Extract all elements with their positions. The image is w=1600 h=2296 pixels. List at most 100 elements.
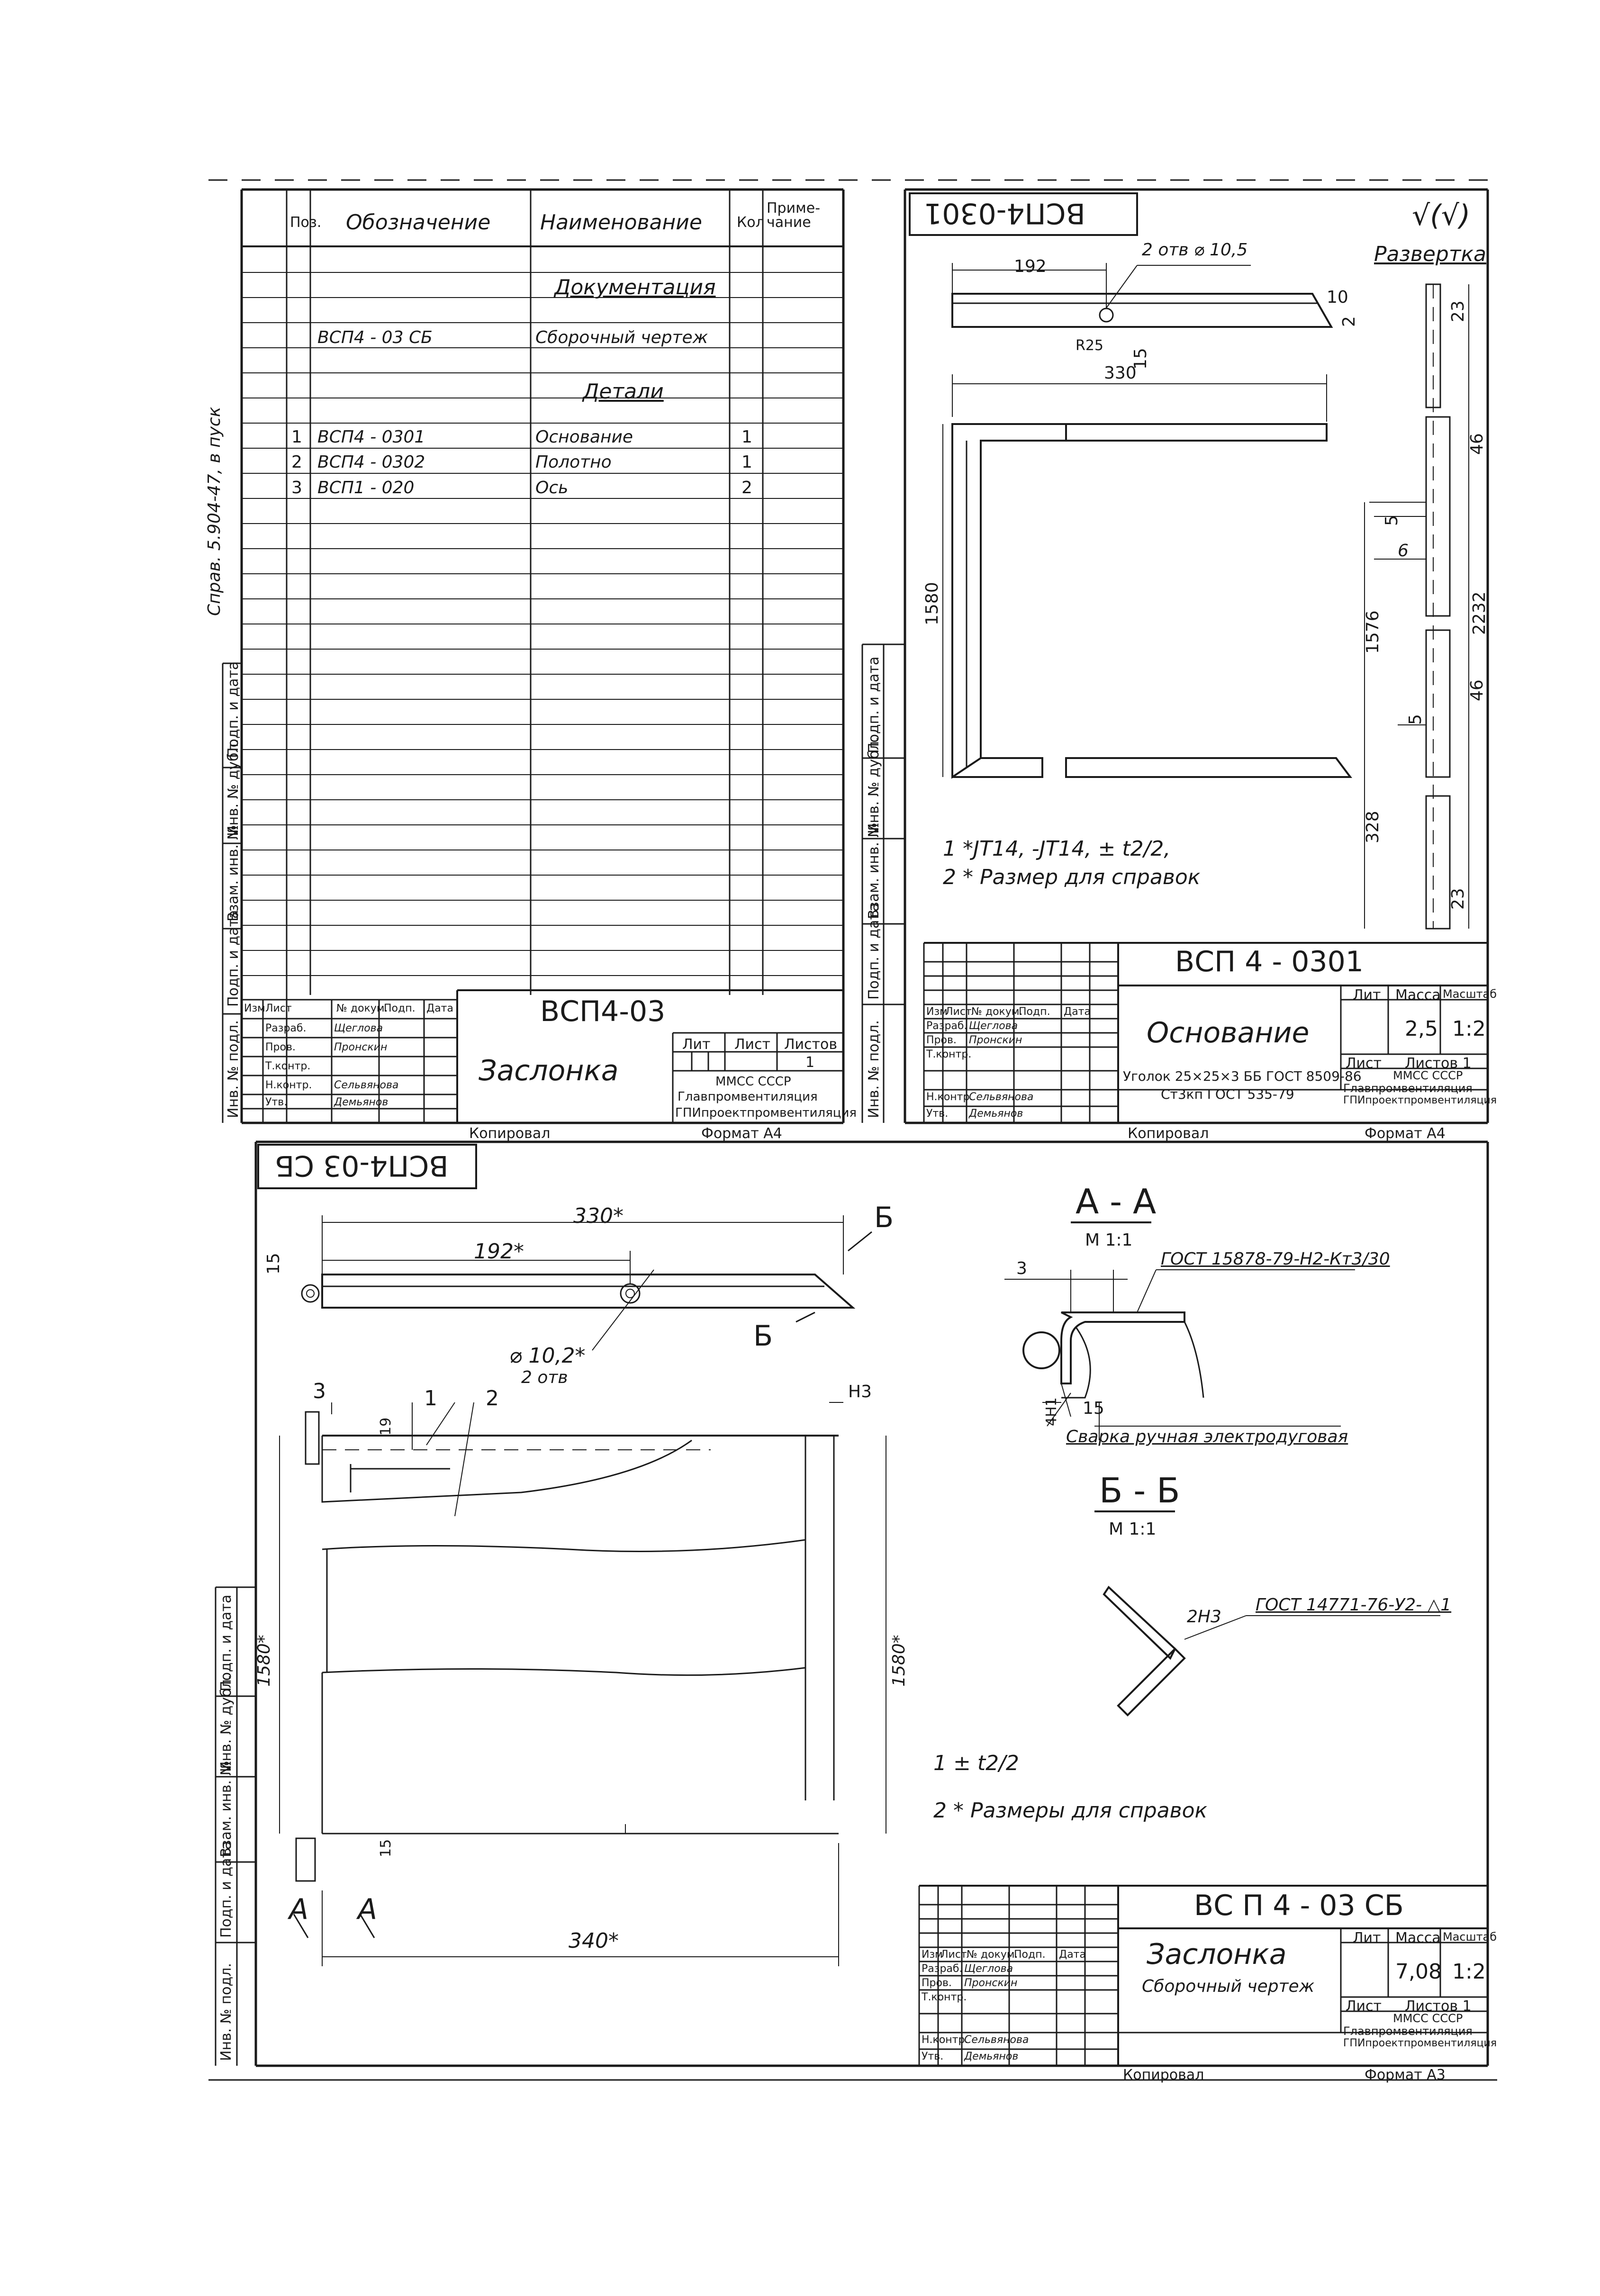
spec-row-qty: 1 [741, 452, 752, 472]
role-label: Н.контр. [926, 1091, 973, 1103]
person-name: Щеглова [334, 1022, 383, 1034]
dim-label: 46 [1467, 679, 1487, 701]
spec-sheets-value: 1 [805, 1054, 815, 1071]
spec-header-qty: Кол [737, 214, 765, 231]
person-name: Демьянов [969, 1108, 1023, 1120]
section-mark: А [289, 1893, 309, 1926]
dim-label: 328 [1363, 811, 1383, 843]
person-name: Пронскин [964, 1977, 1018, 1989]
spec-row-name: Сборочный чертеж [535, 328, 708, 347]
dim-label: 192* [474, 1239, 524, 1264]
section-aa-dim: 15 [1083, 1399, 1104, 1418]
dim-label: ⌀ 10,2* [509, 1344, 586, 1368]
weld-mark: Н3 [848, 1382, 872, 1401]
dim-label: R25 [1076, 337, 1104, 354]
role-label: Дата [426, 1003, 453, 1014]
role-label: Изм [244, 1003, 265, 1014]
spec-row-pos: 2 [291, 452, 302, 472]
assembly-sheet-frame [215, 1140, 1489, 2067]
dim-label: 2 [1339, 316, 1359, 327]
assembly-note-reference: 2 * Размеры для справок [933, 1799, 1208, 1823]
part-sheet-frame [861, 188, 1489, 1124]
spec-side-strip [222, 662, 242, 1123]
side-label: Подп. и дата [225, 910, 242, 1007]
side-label: Подп. и дата [218, 1841, 235, 1938]
spec-title-name: Заслонка [479, 1054, 619, 1087]
role-label: Т.контр. [922, 1991, 967, 2003]
dim-label: 5 [1382, 515, 1401, 526]
assembly-mass-value: 7,08 [1395, 1960, 1442, 1984]
role-label: Утв. [922, 2051, 944, 2062]
part-lit-label: Лит [1353, 987, 1381, 1003]
role-label: Н.контр. [922, 2034, 968, 2046]
dim-label: 46 [1467, 433, 1487, 455]
role-label: № докум. [967, 1949, 1018, 1961]
role-label: Разраб. [926, 1020, 967, 1032]
assembly-title-name: Заслонка [1147, 1938, 1287, 1971]
spec-header-note: Приме-чание [767, 200, 821, 231]
dim-label: 2232 [1470, 591, 1489, 635]
dim-label: 340* [569, 1929, 619, 1953]
spec-org-institute: ГПИпроектпромвентиляция [675, 1106, 857, 1120]
section-aa-leg: 4Н1 [1043, 1397, 1060, 1426]
dim-label: 1580* [254, 1635, 274, 1687]
section-aa-title: А - А [1076, 1182, 1157, 1221]
dim-label: 1576 [1363, 610, 1383, 654]
section-aa-weld-standard: ГОСТ 15878-79-Н2-Кт3/30 [1161, 1249, 1390, 1269]
spec-row-designation: ВСП4 - 0302 [317, 452, 425, 472]
spec-sheets-label: Листов [784, 1036, 838, 1053]
role-label: Пров. [922, 1977, 952, 1989]
section-bb-weld-standard: ГОСТ 14771-76-У2- △1 [1256, 1595, 1452, 1615]
role-label: Пров. [926, 1034, 957, 1046]
spec-row-designation: ВСП4 - 0301 [317, 427, 425, 447]
assembly-sheet-label: Лист [1346, 1998, 1382, 2015]
person-name: Щеглова [964, 1963, 1013, 1975]
part-stamp-code: ВСП4-0301 [924, 197, 1085, 230]
assembly-scale-value: 1:2 [1452, 1960, 1486, 1984]
role-label: Лист [940, 1949, 967, 1961]
spec-row-name: Ось [535, 478, 569, 497]
side-label: Инв. № подл. [225, 1020, 242, 1118]
part-sheets-label: Листов 1 [1405, 1055, 1472, 1072]
assembly-title-block [918, 1885, 1488, 2066]
section-bb-leg: 2Н3 [1187, 1607, 1221, 1627]
assembly-format-label: Формат А3 [1365, 2067, 1446, 2083]
dim-label: 15 [378, 1839, 394, 1857]
person-name: Щеглова [969, 1020, 1018, 1032]
side-label: Инв. № дубл. [866, 736, 882, 834]
dim-label: 6 [1398, 541, 1409, 560]
person-name: Сельвянова [334, 1079, 399, 1091]
role-label: Лист [945, 1006, 972, 1018]
section-aa-scale: М 1:1 [1085, 1230, 1133, 1250]
person-name: Сельвянова [969, 1091, 1034, 1103]
part-org-institute: ГПИпроектпромвентиляция [1343, 1094, 1497, 1106]
dim-label: 2 отв ⌀ 10,5 [1142, 240, 1248, 260]
dim-label: 2 отв [521, 1368, 568, 1387]
role-label: Т.контр. [926, 1049, 972, 1060]
part-note-tolerance: 1 *JT14, -JT14, ± t2/2, [943, 837, 1171, 861]
dim-label: 1580 [922, 582, 942, 625]
side-label: Инв. № подл. [218, 1963, 235, 2061]
role-label: Дата [1059, 1949, 1086, 1961]
assembly-lit-label: Лит [1353, 1930, 1381, 1946]
dim-label: 5 [1406, 714, 1425, 725]
section-mark: А [358, 1893, 378, 1926]
role-label: № докум. [336, 1003, 388, 1014]
role-label: Подп. [1014, 1949, 1046, 1961]
assembly-scale-label: Масштаб [1443, 1930, 1497, 1943]
part-copied-label: Копировал [1128, 1125, 1209, 1142]
spec-title-code: ВСП4-03 [540, 995, 666, 1028]
spec-header-pos: Поз. [290, 214, 322, 231]
spec-org-main: Главпромвентиляция [678, 1090, 818, 1104]
spec-sheet-label: Лист [734, 1036, 771, 1053]
role-label: Лист [265, 1003, 292, 1014]
assembly-org-institute: ГПИпроектпромвентиляция [1343, 2037, 1497, 2049]
assembly-sheets-label: Листов 1 [1405, 1998, 1472, 2015]
roughness-mark: √(√) [1412, 199, 1471, 232]
part-sheet-label: Лист [1346, 1055, 1382, 1072]
part-title-block [923, 942, 1488, 1123]
assembly-copied-label: Копировал [1123, 2067, 1204, 2083]
dim-label: 330 [1104, 363, 1137, 383]
dim-label: 23 [1448, 300, 1468, 322]
